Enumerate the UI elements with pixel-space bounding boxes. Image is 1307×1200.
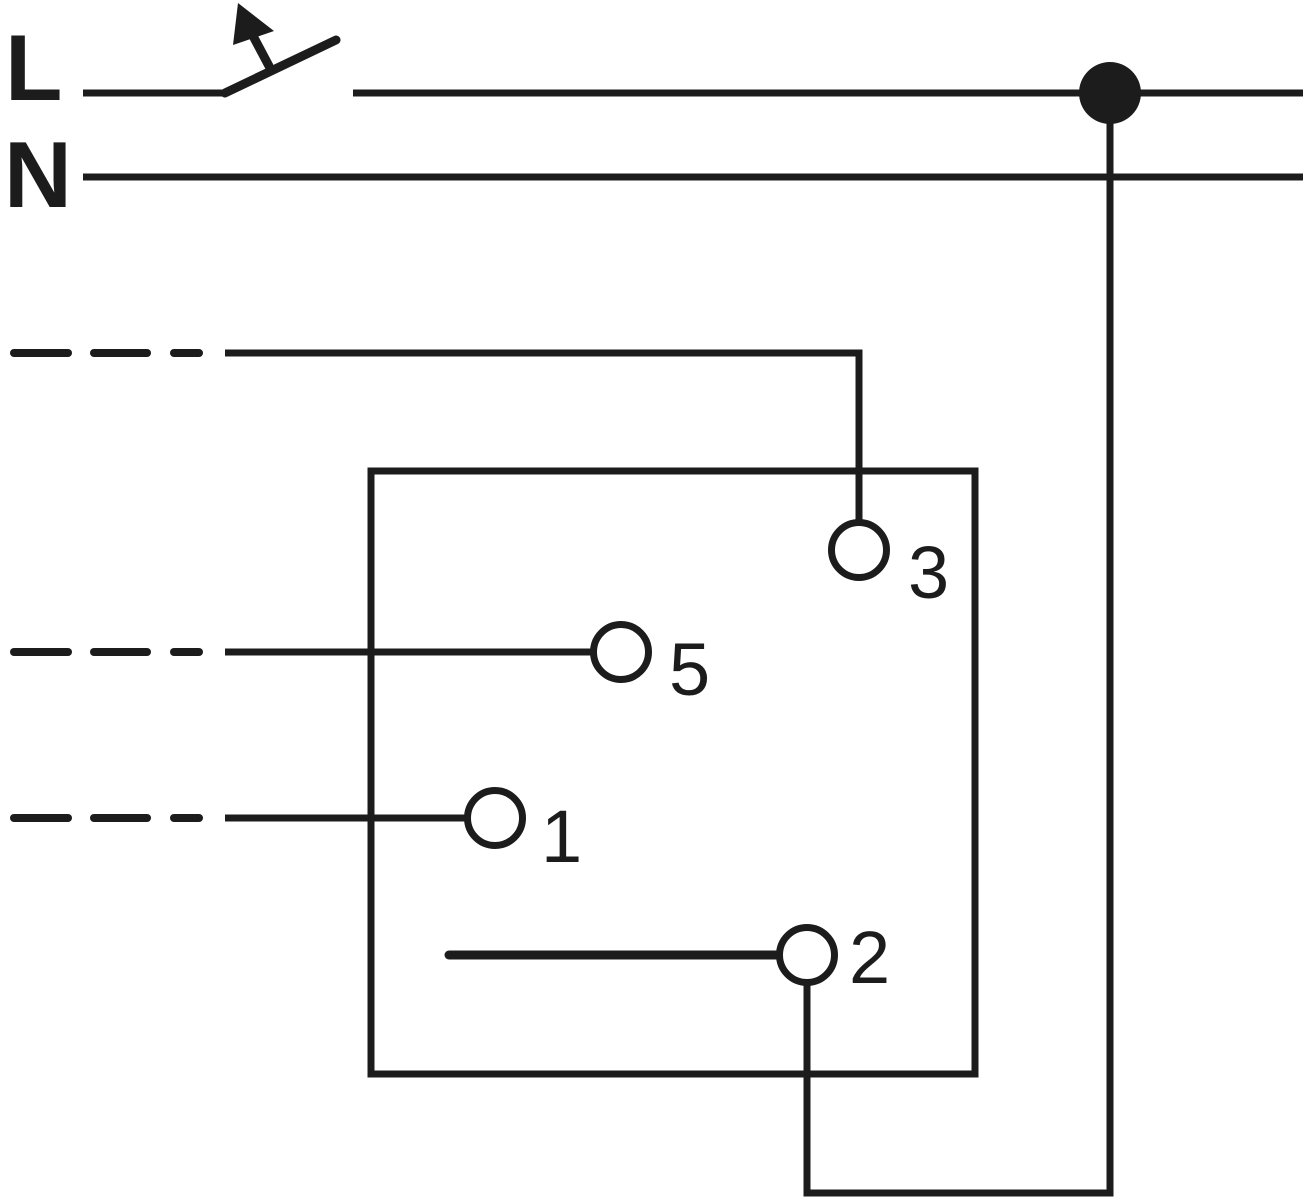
terminal-3-circle	[828, 519, 890, 581]
terminal-1-circle	[464, 787, 526, 849]
return-wire	[803, 93, 1114, 1197]
switch-actuator-arrow-icon	[233, 3, 274, 45]
terminal-5-label: 5	[669, 628, 710, 711]
device-box	[367, 467, 979, 1078]
switch-actuator-arrow-shaft	[247, 29, 274, 71]
terminal-5-circle	[590, 621, 652, 683]
wire-to-terminal-3	[225, 349, 863, 520]
line-conductor-label: L	[5, 15, 62, 120]
terminal-2-circle	[776, 924, 838, 986]
neutral-conductor-label: N	[4, 122, 72, 227]
terminal-3-label: 3	[908, 531, 949, 614]
switch-symbol	[220, 3, 341, 98]
terminal-1-label: 1	[541, 795, 582, 878]
terminal-2-label: 2	[849, 916, 890, 999]
switch-blade	[220, 35, 341, 98]
junction-dot-icon	[1079, 62, 1141, 124]
